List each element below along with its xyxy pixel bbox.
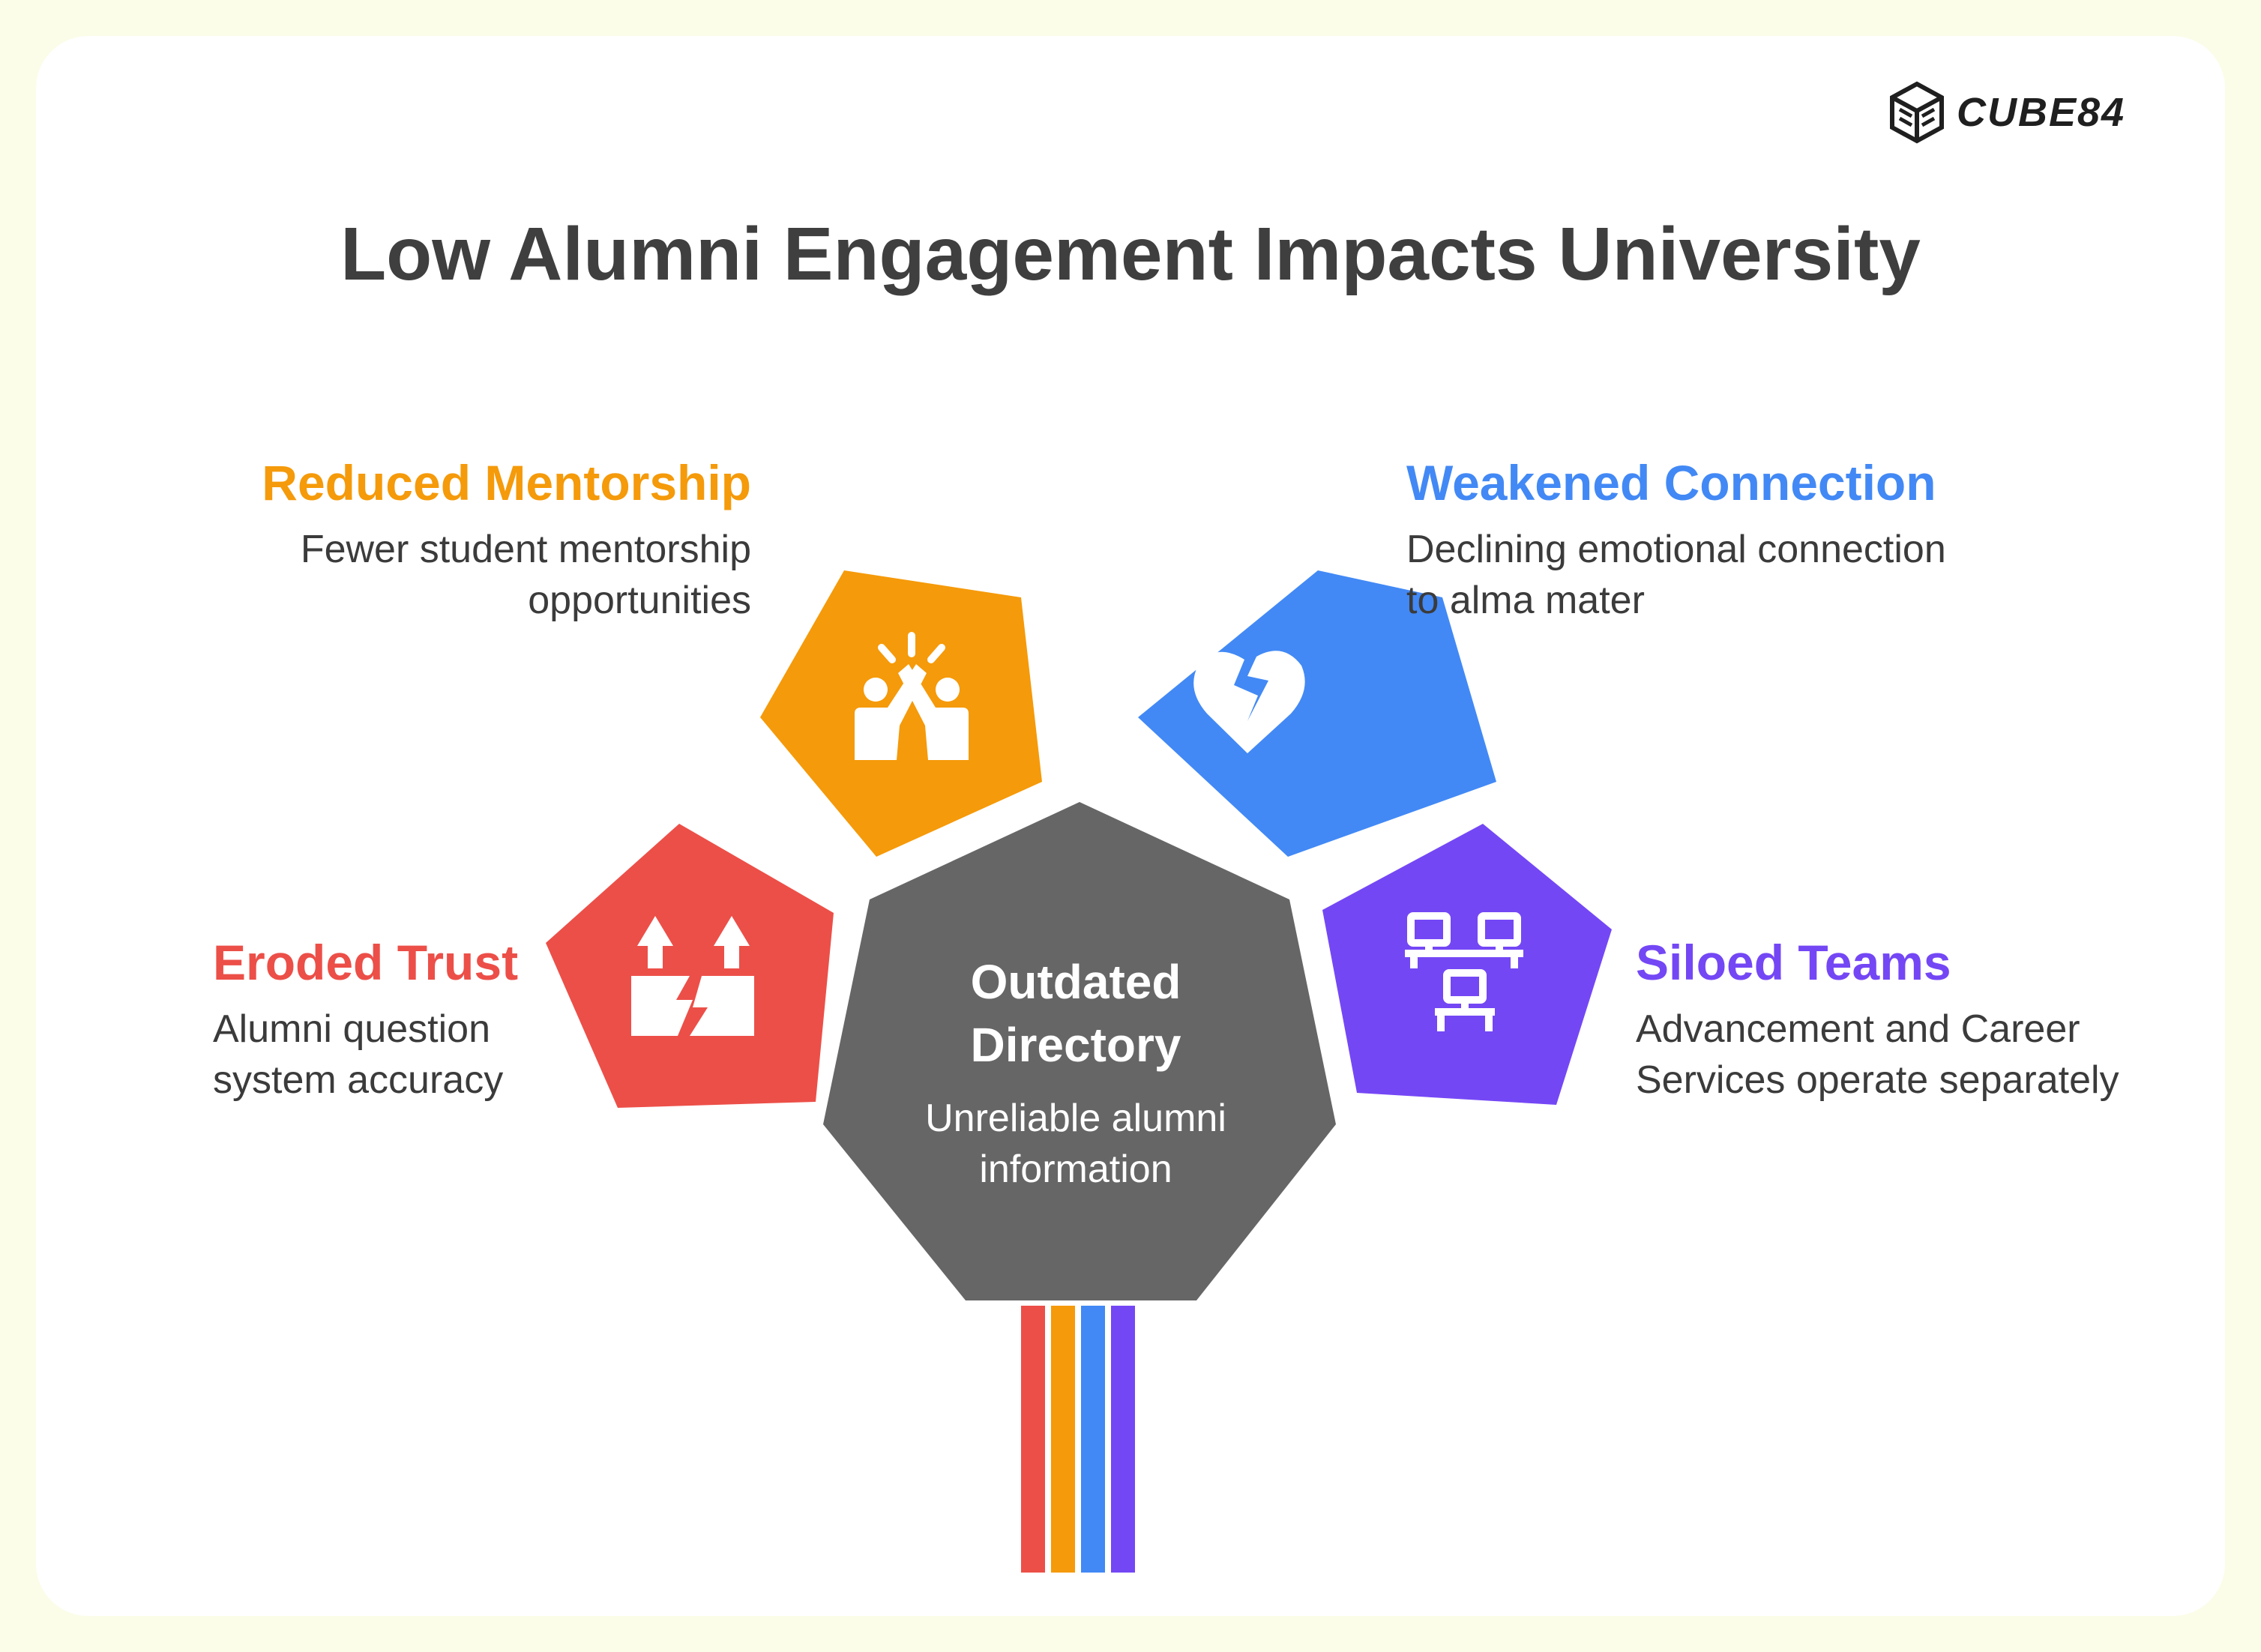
stripe-red bbox=[1021, 1306, 1045, 1573]
broken-ground-icon bbox=[631, 916, 754, 1036]
siloed-label: Siloed Teams Advancement and Career Serv… bbox=[1636, 935, 2176, 1106]
connection-description: Declining emotional connection to alma m… bbox=[1406, 527, 1946, 622]
connection-pentagon bbox=[1138, 570, 1496, 857]
stripe-blue bbox=[1081, 1306, 1105, 1573]
center-label: Outdated Directory Unreliable alumni inf… bbox=[892, 950, 1259, 1195]
cube-logo-icon bbox=[1890, 81, 1944, 144]
siloed-title: Siloed Teams bbox=[1636, 935, 1951, 990]
siloed-description: Advancement and Career Services operate … bbox=[1636, 1007, 2119, 1102]
siloed-node bbox=[1322, 824, 1612, 1105]
trust-title: Eroded Trust bbox=[213, 935, 519, 990]
color-stripes bbox=[1021, 1306, 1135, 1573]
page-title: Low Alumni Engagement Impacts University bbox=[340, 212, 1921, 296]
trust-label: Eroded Trust Alumni question system accu… bbox=[213, 935, 543, 1106]
trust-node bbox=[546, 824, 834, 1108]
mentorship-label: Reduced Mentorship Fewer student mentors… bbox=[247, 456, 751, 626]
mentorship-description: Fewer student mentorship opportunities bbox=[300, 527, 751, 622]
center-heptagon bbox=[823, 802, 1336, 1300]
trust-description: Alumni question system accuracy bbox=[213, 1007, 504, 1102]
high-five-icon bbox=[855, 632, 969, 760]
trust-pentagon bbox=[546, 824, 834, 1108]
stripe-orange bbox=[1051, 1306, 1075, 1573]
connection-title: Weakened Connection bbox=[1406, 455, 1936, 510]
brand-logo: CUBE84 bbox=[1889, 81, 2125, 144]
connection-node bbox=[1138, 570, 1496, 857]
broken-heart-icon bbox=[1193, 651, 1305, 753]
stripe-purple bbox=[1111, 1306, 1135, 1573]
siloed-pentagon bbox=[1322, 824, 1612, 1105]
brand-name: CUBE84 bbox=[1957, 90, 2126, 135]
mentorship-title: Reduced Mentorship bbox=[262, 455, 751, 510]
mentorship-node bbox=[760, 570, 1042, 857]
center-title: Outdated Directory bbox=[970, 955, 1181, 1072]
center-description: Unreliable alumni information bbox=[925, 1097, 1226, 1191]
network-icon bbox=[1405, 912, 1523, 1031]
connection-label: Weakened Connection Declining emotional … bbox=[1406, 456, 1946, 626]
